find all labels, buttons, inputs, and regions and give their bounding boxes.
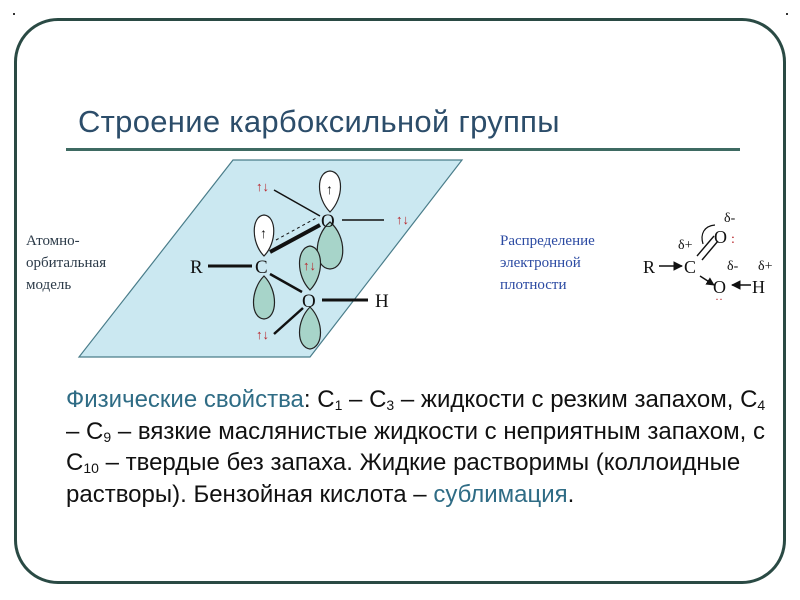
bond-c-o-bottom xyxy=(269,272,303,294)
lone-pair-line-top xyxy=(273,189,321,217)
physical-properties-label: Физические свойства xyxy=(66,386,304,413)
text-viscous: – вязкие маслянистые жидкости с неприятн… xyxy=(111,417,765,445)
subscript-10: 10 xyxy=(83,460,99,476)
atomic-orbital-model-label: Атомно- орбитальная модель xyxy=(26,230,106,296)
atomic-label-line-2: орбитальная xyxy=(26,255,107,271)
label-colon: : xyxy=(303,386,311,413)
atom-o-bottom: O xyxy=(302,291,316,312)
density-charge-c: δ+ xyxy=(678,238,693,253)
spin-pair-right: ↑↓ xyxy=(396,212,409,227)
atom-o-top: O xyxy=(321,211,335,232)
text-liquids: – жидкости с резким запахом, xyxy=(394,386,741,413)
spin-pair-o-bottom: ↑↓ xyxy=(303,258,316,273)
range-dash: – xyxy=(66,417,87,445)
spin-up-c: ↑ xyxy=(260,227,267,242)
density-atom-h: H xyxy=(752,277,765,297)
bond-c-o-top-sigma xyxy=(269,223,321,254)
atom-h: H xyxy=(375,291,389,312)
spin-pair-top: ↑↓ xyxy=(256,179,269,194)
orbital-lobe-o-top-up xyxy=(318,170,342,213)
subscript-1: 1 xyxy=(334,397,343,413)
physical-properties-text: Физические свойства: С1 – С3 – жидкости … xyxy=(66,384,782,510)
title-underline xyxy=(66,148,740,151)
density-atom-c: C xyxy=(684,257,696,277)
spin-pair-bottom: ↑↓ xyxy=(256,327,269,342)
orbital-lobe-c-down xyxy=(252,275,276,320)
orbital-lobe-c-up xyxy=(253,214,275,257)
density-atom-o-top: O xyxy=(714,227,727,247)
density-atom-r: R xyxy=(643,257,655,277)
electron-density-label: Распределение электронной плотности xyxy=(500,230,595,296)
density-curved-arrow xyxy=(701,224,716,245)
subscript-9: 9 xyxy=(103,428,112,445)
subscript-4: 4 xyxy=(757,397,766,413)
density-lone-pair-top: : xyxy=(731,232,735,247)
subscript-3: 3 xyxy=(386,397,395,413)
atomic-label-line-1: Атомно- xyxy=(26,233,80,249)
atomic-label-line-3: модель xyxy=(26,277,72,293)
density-double-bond-1 xyxy=(696,235,715,257)
density-bond-c-o xyxy=(699,275,715,286)
corner-dot xyxy=(786,13,788,15)
carbon-symbol: С xyxy=(86,417,104,445)
carbon-symbol: С xyxy=(740,386,758,413)
density-atom-o-bottom: O xyxy=(713,277,726,297)
sublimation-term: сублимация xyxy=(433,480,568,508)
carbon-symbol: С xyxy=(66,449,84,476)
orbital-plane xyxy=(77,159,464,358)
density-charge-h: δ+ xyxy=(758,259,773,274)
text-solids: – твердые без запаха. Жидкие растворимы … xyxy=(66,449,741,508)
corner-dot xyxy=(13,13,15,15)
density-label-line-2: электронной xyxy=(500,255,581,271)
bond-c-o-top-pi xyxy=(275,216,319,241)
density-double-bond-2 xyxy=(701,240,719,261)
final-period: . xyxy=(567,480,575,508)
spin-up-o-top: ↑ xyxy=(326,183,333,198)
carbon-symbol: С xyxy=(369,386,387,413)
lone-pair-line-bottom xyxy=(273,307,304,335)
density-charge-o-bottom: δ- xyxy=(727,259,739,274)
density-lone-pair-bottom: ·· xyxy=(715,292,723,306)
orbital-lobe-o-top-down xyxy=(316,221,344,270)
carbon-symbol: С xyxy=(317,386,335,413)
orbital-lobe-o-bottom-up xyxy=(298,245,322,291)
density-label-line-1: Распределение xyxy=(500,233,595,249)
slide-title: Строение карбоксильной группы xyxy=(78,104,560,139)
atom-r: R xyxy=(190,257,203,278)
density-charge-o-top: δ- xyxy=(724,211,736,226)
orbital-lobe-o-bottom-down xyxy=(298,306,322,350)
range-dash: – xyxy=(342,386,370,413)
atom-c: C xyxy=(255,257,268,278)
density-label-line-3: плотности xyxy=(500,277,567,293)
